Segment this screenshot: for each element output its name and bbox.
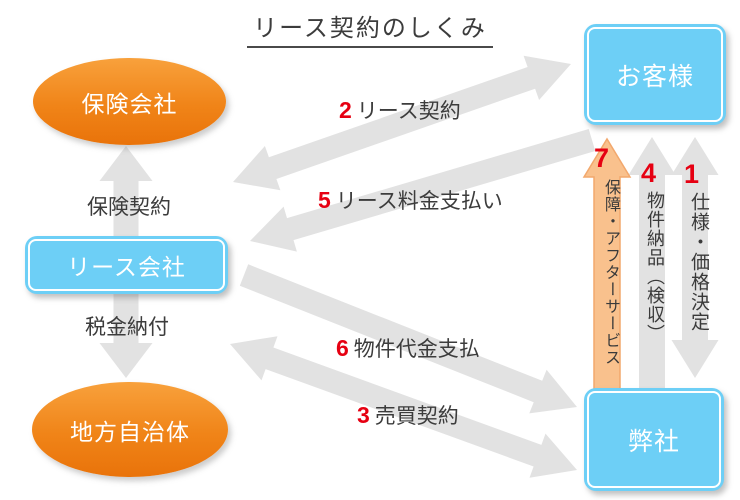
- arrow-lease-contract: [233, 55, 571, 191]
- step-number-5: 5: [318, 187, 331, 213]
- title-wrap: リース契約のしくみ: [0, 8, 740, 48]
- label-warranty-after-service: 保障・アフターサービス: [602, 179, 619, 366]
- node-customer: お客様: [584, 24, 726, 125]
- diagram-title: リース契約のしくみ: [247, 8, 493, 48]
- node-local-government: 地方自治体: [32, 382, 228, 477]
- label-lease-contract: 2 リース契約: [339, 95, 461, 125]
- label-sales-contract-text: 売買契約: [374, 405, 459, 428]
- label-sales-contract: 3 売買契約: [357, 400, 459, 430]
- label-lease-fee-payment-text: リース料金支払い: [335, 190, 503, 213]
- label-property-payment: 6 物件代金支払: [336, 333, 480, 363]
- node-lease-company: リース会社: [25, 236, 228, 294]
- arrow-property-delivery: [628, 137, 676, 390]
- arrow-lease-fee-payment: [250, 129, 596, 252]
- label-insurance-contract: 保険契約: [87, 191, 171, 221]
- label-insurance-contract-text: 保険契約: [87, 196, 171, 219]
- label-tax-payment-text: 税金納付: [85, 316, 169, 339]
- step-number-4: 4: [641, 158, 657, 188]
- step-number-1: 1: [684, 159, 700, 189]
- arrow-spec-price-decision: [671, 137, 719, 378]
- label-property-payment-text: 物件代金支払: [353, 338, 480, 361]
- label-lease-fee-payment: 5 リース料金支払い: [318, 185, 503, 215]
- label-spec-price-decision: 仕様・価格決定: [688, 192, 709, 332]
- label-property-delivery: 物件納品（検収）: [645, 191, 665, 343]
- step-number-3: 3: [357, 402, 370, 428]
- label-tax-payment: 税金納付: [85, 311, 169, 341]
- arrow-property-payment: [239, 264, 578, 414]
- step-number-7: 7: [594, 143, 610, 173]
- arrow-tax-payment: [99, 294, 153, 378]
- node-our-company: 弊社: [584, 388, 724, 491]
- arrow-warranty-service: [582, 137, 632, 391]
- node-insurance-company: 保険会社: [33, 58, 226, 145]
- label-lease-contract-text: リース契約: [356, 100, 461, 123]
- arrow-insurance-contract: [99, 146, 153, 242]
- step-number-6: 6: [336, 335, 349, 361]
- step-number-2: 2: [339, 97, 352, 123]
- arrow-sales-contract: [230, 336, 577, 478]
